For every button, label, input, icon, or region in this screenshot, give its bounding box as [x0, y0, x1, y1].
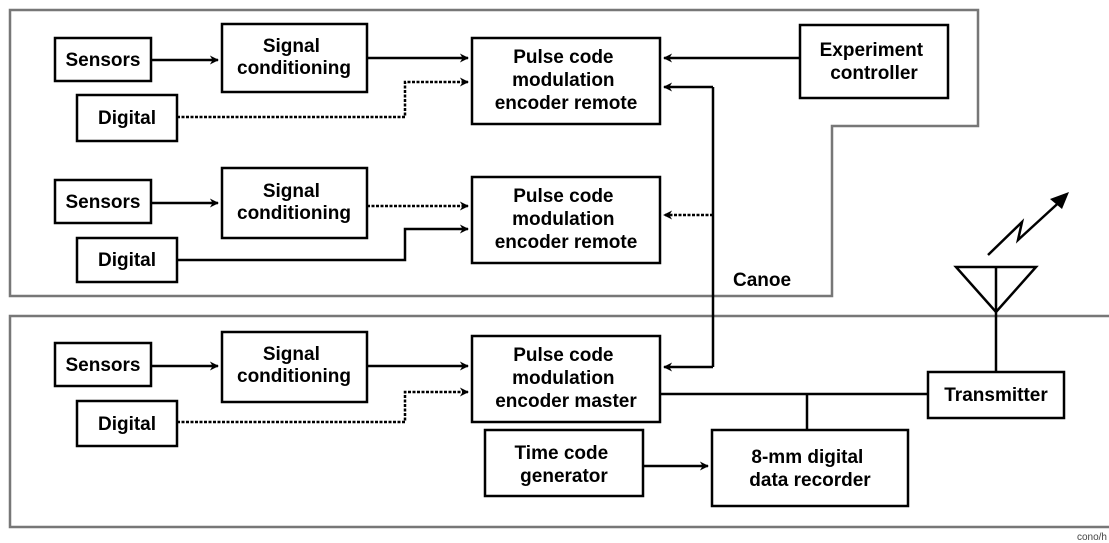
pcm-encoder-remote-box-1: [470, 36, 662, 126]
arrow-digital-to-pcm-2: [177, 224, 469, 262]
digital-box-3: [75, 399, 179, 448]
ground-station-panel: [8, 314, 1109, 529]
arrow-digital-to-pcm-master: [177, 387, 469, 424]
signal-conditioning-box-1: [220, 22, 369, 94]
sensors-box-3: [53, 341, 153, 388]
corner-tag: cono/h: [1077, 532, 1107, 543]
sensors-box-2: [53, 178, 153, 225]
pcm-encoder-master-box: [470, 334, 662, 424]
signal-conditioning-box-2: [220, 166, 369, 240]
experiment-controller-label: Experiment controller: [820, 40, 929, 84]
data-recorder-box: [710, 428, 910, 508]
digital-label-3: Digital: [98, 414, 156, 435]
sensors-label-1: Sensors: [66, 50, 141, 71]
time-code-generator-label: Time code generator: [515, 443, 614, 487]
signal-conditioning-label-1: Signal conditioning: [237, 36, 351, 79]
canoe-label: Canoe: [733, 270, 791, 291]
pcm-encoder-master-label: Pulse code modulation encoder master: [495, 345, 637, 412]
pcm-encoder-remote-label-1: Pulse code modulation encoder remote: [495, 47, 638, 114]
sensors-label-3: Sensors: [66, 355, 141, 376]
pcm-encoder-remote-box-2: [470, 175, 662, 265]
experiment-controller-box: [798, 23, 950, 100]
digital-label-1: Digital: [98, 108, 156, 129]
canoe-panel: [8, 8, 980, 298]
time-code-generator-box: [483, 428, 645, 498]
signal-conditioning-label-3: Signal conditioning: [237, 344, 351, 387]
pcm-encoder-remote-label-2: Pulse code modulation encoder remote: [495, 186, 638, 253]
arrow-digital-to-pcm-1: [177, 77, 469, 119]
digital-label-2: Digital: [98, 250, 156, 271]
signal-lightning-icon: [987, 195, 1067, 256]
sensors-label-2: Sensors: [66, 192, 141, 213]
signal-arrowhead-icon: [1050, 192, 1069, 209]
signal-conditioning-label-2: Signal conditioning: [237, 181, 351, 224]
data-recorder-label: 8-mm digital data recorder: [749, 447, 871, 491]
transmitter-label: Transmitter: [944, 385, 1048, 406]
